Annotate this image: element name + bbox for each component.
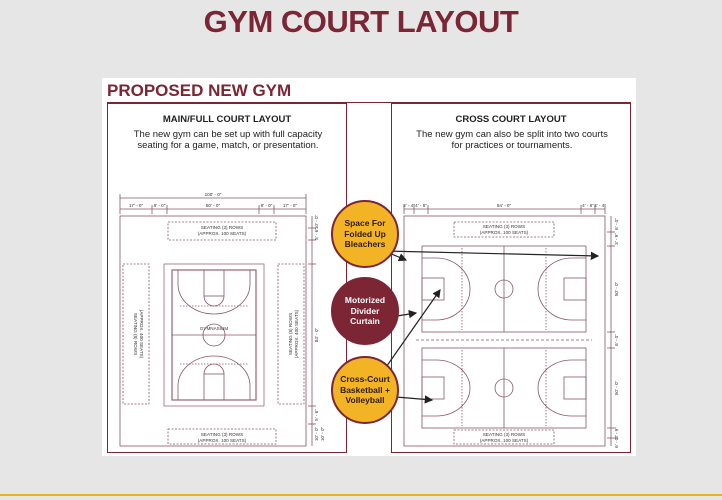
top-key-arc — [203, 295, 225, 307]
dim-top-3: 50' - 0" — [206, 203, 221, 208]
top-three-point — [177, 270, 251, 315]
dim-total: 100' - 0" — [205, 192, 222, 197]
cross-dim-right-1: 6' - 0" — [614, 218, 619, 230]
cross-dim-right-3: 50' - 0" — [614, 282, 619, 297]
cross-building-outline — [403, 215, 606, 447]
dim-top-4: 8' - 0" — [261, 203, 273, 208]
dim-right-1: 10' - 0" — [314, 215, 319, 230]
slide-title: GYM COURT LAYOUT — [203, 4, 519, 39]
cross-court-heading: CROSS COURT LAYOUT — [455, 114, 567, 125]
cross-court-drawing: 3' - 4" 4' - 8" 84' - 0" 4' - 8" 3' - 4"… — [403, 203, 619, 448]
bottom-key-arc — [203, 363, 225, 375]
cross-seating-top-line2: (APPROX. 100 SEATS) — [480, 230, 529, 235]
seating-left-box — [122, 263, 150, 405]
cross-seating-bottom-box — [453, 429, 555, 445]
seating-top-box — [167, 221, 277, 241]
court-outer — [163, 263, 265, 407]
seating-top-line1: SEATING (3) ROWS — [201, 225, 243, 230]
dim-right-4: 5' - 6" — [314, 409, 319, 421]
seating-right-line2: (APPROX. 400 SEATS) — [294, 309, 299, 358]
cross-dim-right-5: 50' - 0" — [614, 381, 619, 396]
main-court-heading: MAIN/FULL COURT LAYOUT — [162, 114, 292, 125]
cross-dim-top-2: 4' - 8" — [415, 203, 427, 208]
dim-right-5: 10' - 0" — [314, 427, 319, 442]
bottom-accent-rule — [0, 494, 722, 496]
bottom-three-point — [177, 355, 251, 400]
board-title-rule — [107, 102, 631, 103]
seating-bottom-box — [167, 428, 277, 445]
proposed-gym-board: PROPOSED NEW GYM MAIN/FULL COURT LAYOUT … — [102, 78, 636, 456]
cross-court-description: The new gym can also be split into two c… — [416, 129, 608, 151]
main-court-panel: MAIN/FULL COURT LAYOUT The new gym can b… — [107, 103, 347, 453]
seating-bottom-line1: SEATING (3) ROWS — [201, 432, 243, 437]
gymnasium-label: GYMNASIUM — [200, 326, 229, 331]
cross-dim-right-6: 3' - 9" — [614, 427, 619, 439]
center-circle — [202, 323, 226, 347]
board-title: PROPOSED NEW GYM — [107, 81, 292, 100]
cross-seating-bottom-line1: SEATING (3) ROWS — [483, 432, 525, 437]
cross-seating-top-box — [453, 221, 555, 238]
bottom-key — [203, 373, 225, 401]
cross-dim-top-3: 84' - 0" — [497, 203, 512, 208]
building-outline — [119, 215, 307, 447]
main-court-description: The new gym can be set up with full capa… — [133, 129, 323, 151]
dim-right-6: 10' - 0" — [320, 427, 325, 442]
cross-dim-right-7: 6' - 0" — [614, 436, 619, 448]
seating-left-line1: SEATING (8) ROWS — [133, 313, 138, 355]
main-court-drawing: 100' - 0" 17' - 0" 8' - 0" 50' - 0" 8' -… — [119, 192, 325, 447]
cross-dim-top-1: 3' - 4" — [403, 203, 415, 208]
seating-right-line1: SEATING (8) ROWS — [288, 313, 293, 355]
cross-seating-bottom-line2: (APPROX. 100 SEATS) — [480, 438, 529, 443]
dim-top-2: 8' - 0" — [154, 203, 166, 208]
dim-right-3: 84' - 0" — [314, 328, 319, 343]
seating-top-line2: (APPROX. 100 SEATS) — [198, 231, 247, 236]
dim-top-5: 17' - 0" — [283, 203, 298, 208]
divider-curtain-callout: Motorized Divider Curtain — [331, 277, 399, 345]
cross-court-panel: CROSS COURT LAYOUT The new gym can also … — [391, 103, 631, 453]
seating-right-box — [277, 263, 305, 405]
folded-bleachers-callout: Space For Folded Up Bleachers — [331, 200, 399, 268]
cross-dim-top-5: 3' - 4" — [594, 203, 606, 208]
cross-court-callout: Cross-Court Basketball + Volleyball — [331, 356, 399, 424]
top-key — [203, 269, 225, 297]
cross-dim-right-4: 6' - 0" — [614, 334, 619, 346]
seating-left-line2: (APPROX. 400 SEATS) — [139, 310, 144, 359]
dim-right-2: 5' - 6" — [314, 228, 319, 240]
cross-seating-top-line1: SEATING (3) ROWS — [483, 224, 525, 229]
cross-dim-top-4: 4' - 8" — [582, 203, 594, 208]
cross-dim-right-2: 3' - 9" — [614, 233, 619, 245]
dim-top-1: 17' - 0" — [129, 203, 144, 208]
seating-bottom-line2: (APPROX. 100 SEATS) — [198, 438, 247, 443]
